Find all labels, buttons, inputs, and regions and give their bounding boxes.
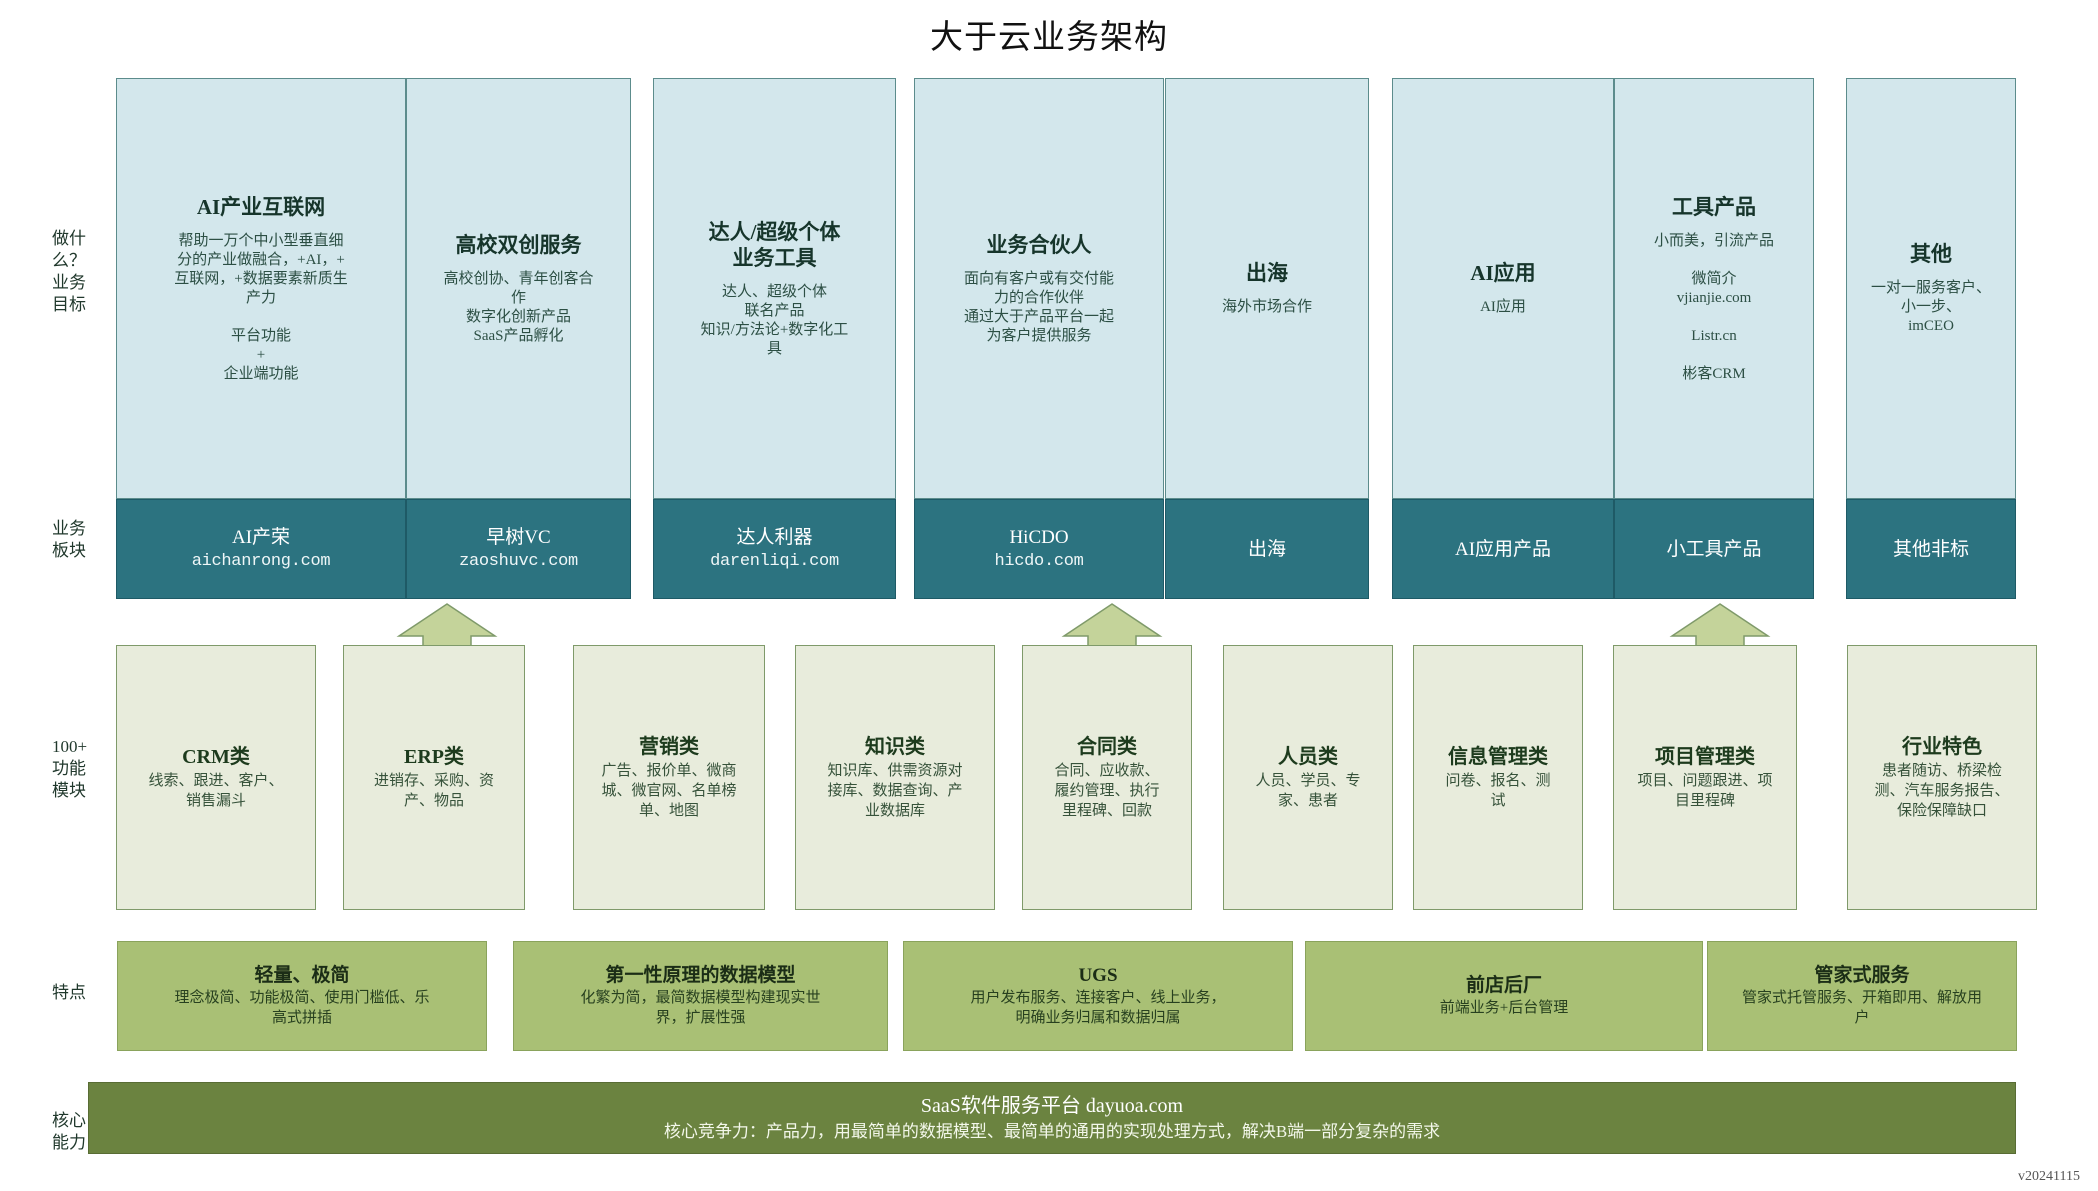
goal-title: 其他 [1910, 242, 1952, 266]
goal-description: 海外市场合作 [1221, 299, 1312, 315]
goal-card-business-partner[interactable]: 业务合伙人 面向有客户或有交付能 力的合作伙伴 通过大于产品平台一起 为客户提供… [914, 78, 1164, 499]
goal-card-ai-industry-internet[interactable]: AI产业互联网 帮助一万个中小型垂直细 分的产业做融合，+AI，+ 互联网，+数… [116, 78, 406, 499]
row-label-core-capability: 核心 能力 [52, 1111, 86, 1152]
trait-description: 化繁为简，最简数据模型构建现实世 界，扩展性强 [580, 990, 821, 1026]
goal-description: 帮助一万个中小型垂直细 分的产业做融合，+AI，+ 互联网，+数据要素新质生 产… [174, 232, 348, 382]
module-description: 广告、报价单、微商 城、微官网、名单榜 单、地图 [601, 762, 737, 819]
goal-description: 高校创协、青年创客合 作 数字化创新产品 SaaS产品孵化 [443, 270, 594, 344]
core-competitiveness-text: 核心竞争力：产品力，用最简单的数据模型、最简单的通用的实现处理方式，解决B端一部… [663, 1121, 1441, 1141]
version-label: v20241115 [2018, 1169, 2080, 1184]
business-block-url: darenliqi.com [710, 552, 839, 571]
business-block-title: 达人利器 [736, 527, 813, 548]
goal-title: 达人/超级个体 业务工具 [708, 219, 841, 270]
business-block-title: 出海 [1247, 538, 1286, 560]
business-block-title: 其他非标 [1892, 538, 1969, 560]
trait-card-first-principle-model[interactable]: 第一性原理的数据模型 化繁为简，最简数据模型构建现实世 界，扩展性强 [513, 941, 888, 1051]
business-block-url: zaoshuvc.com [459, 552, 578, 571]
trait-title: 管家式服务 [1814, 965, 1910, 986]
goal-card-talent-super-individual[interactable]: 达人/超级个体 业务工具 达人、超级个体 联名产品 知识/方法论+数字化工 具 [653, 78, 896, 499]
business-block-ai-app-product[interactable]: AI应用产品 [1392, 499, 1614, 599]
goal-title: 业务合伙人 [986, 232, 1092, 257]
goal-description: 小而美，引流产品 微简介 vjianjie.com Listr.cn 彬客CRM [1653, 232, 1774, 382]
business-block-zaoshuvc[interactable]: 早树VC zaoshuvc.com [406, 499, 631, 599]
trait-card-butler-service[interactable]: 管家式服务 管家式托管服务、开箱即用、解放用 户 [1707, 941, 2017, 1051]
module-card-information[interactable]: 信息管理类 问卷、报名、测 试 [1413, 645, 1583, 910]
goal-title: 工具产品 [1672, 194, 1756, 219]
business-block-url: aichanrong.com [191, 552, 331, 571]
module-title: 知识类 [865, 735, 925, 758]
trait-description: 管家式托管服务、开箱即用、解放用 户 [1741, 990, 1982, 1026]
module-card-contract[interactable]: 合同类 合同、应收款、 履约管理、执行 里程碑、回款 [1022, 645, 1192, 910]
goal-title: 高校双创服务 [455, 232, 582, 257]
module-title: 信息管理类 [1448, 745, 1548, 768]
core-capability-bar[interactable]: SaaS软件服务平台 dayuoa.com 核心竞争力：产品力，用最简单的数据模… [88, 1082, 2016, 1154]
module-description: 进销存、采购、资 产、物品 [373, 772, 494, 809]
core-platform-name: SaaS软件服务平台 dayuoa.com [920, 1094, 1184, 1117]
business-block-title: 小工具产品 [1666, 538, 1762, 560]
module-description: 知识库、供需资源对 接库、数据查询、产 业数据库 [827, 762, 963, 819]
goal-title: AI产业互联网 [196, 194, 326, 219]
goal-title: 出海 [1246, 261, 1288, 285]
business-block-other-nonstandard[interactable]: 其他非标 [1846, 499, 2016, 599]
module-card-erp[interactable]: ERP类 进销存、采购、资 产、物品 [343, 645, 525, 910]
trait-card-front-shop-back-factory[interactable]: 前店后厂 前端业务+后台管理 [1305, 941, 1703, 1051]
goal-card-others[interactable]: 其他 一对一服务客户、 小一步、 imCEO [1846, 78, 2016, 499]
trait-title: 轻量、极简 [254, 965, 350, 986]
business-block-title: 早树VC [486, 527, 551, 548]
module-description: 合同、应收款、 履约管理、执行 里程碑、回款 [1054, 762, 1160, 819]
trait-card-lightweight[interactable]: 轻量、极简 理念极简、功能极简、使用门槛低、乐 高式拼插 [117, 941, 487, 1051]
trait-description: 用户发布服务、连接客户、线上业务， 明确业务归属和数据归属 [970, 990, 1226, 1026]
row-label-business-block: 业务 板块 [52, 519, 86, 560]
trait-description: 理念极简、功能极简、使用门槛低、乐 高式拼插 [174, 990, 430, 1026]
trait-title: 前店后厂 [1465, 975, 1542, 996]
trait-description: 前端业务+后台管理 [1439, 1000, 1569, 1016]
module-card-industry[interactable]: 行业特色 患者随访、桥梁检 测、汽车服务报告、 保险保障缺口 [1847, 645, 2037, 910]
goal-card-going-global[interactable]: 出海 海外市场合作 [1165, 78, 1369, 499]
goal-description: 面向有客户或有交付能 力的合作伙伴 通过大于产品平台一起 为客户提供服务 [963, 270, 1114, 344]
module-description: 问卷、报名、测 试 [1445, 772, 1551, 809]
module-description: 人员、学员、专 家、患者 [1255, 772, 1361, 809]
module-title: 行业特色 [1902, 735, 1982, 758]
business-block-title: AI产荣 [231, 527, 291, 548]
module-title: 项目管理类 [1655, 745, 1755, 768]
business-block-title: AI应用产品 [1454, 538, 1552, 560]
business-block-chuhai[interactable]: 出海 [1165, 499, 1369, 599]
business-block-small-tool-product[interactable]: 小工具产品 [1614, 499, 1814, 599]
module-card-knowledge[interactable]: 知识类 知识库、供需资源对 接库、数据查询、产 业数据库 [795, 645, 995, 910]
row-label-goal: 做什 么？ 业务 目标 [52, 229, 86, 314]
module-title: 人员类 [1278, 745, 1338, 768]
module-title: 合同类 [1077, 735, 1137, 758]
trait-title: 第一性原理的数据模型 [605, 965, 796, 986]
goal-description: 一对一服务客户、 小一步、 imCEO [1870, 280, 1991, 334]
module-title: CRM类 [182, 745, 250, 768]
business-block-url: hicdo.com [994, 552, 1084, 571]
goal-description: 达人、超级个体 联名产品 知识/方法论+数字化工 具 [700, 283, 849, 357]
business-block-title: HiCDO [1009, 527, 1069, 548]
page-title: 大于云业务架构 [930, 20, 1168, 56]
business-block-hicdo[interactable]: HiCDO hicdo.com [914, 499, 1164, 599]
goal-card-tool-products[interactable]: 工具产品 小而美，引流产品 微简介 vjianjie.com Listr.cn … [1614, 78, 1814, 499]
module-card-crm[interactable]: CRM类 线索、跟进、客户、 销售漏斗 [116, 645, 316, 910]
business-block-darenliqi[interactable]: 达人利器 darenliqi.com [653, 499, 896, 599]
goal-card-university-innovation[interactable]: 高校双创服务 高校创协、青年创客合 作 数字化创新产品 SaaS产品孵化 [406, 78, 631, 499]
module-description: 项目、问题跟进、项 目里程碑 [1637, 772, 1773, 809]
trait-title: UGS [1078, 965, 1118, 986]
row-label-traits: 特点 [52, 983, 86, 1002]
module-card-personnel[interactable]: 人员类 人员、学员、专 家、患者 [1223, 645, 1393, 910]
module-title: ERP类 [404, 745, 464, 768]
module-title: 营销类 [639, 735, 699, 758]
goal-title: AI应用 [1470, 261, 1536, 285]
module-description: 线索、跟进、客户、 销售漏斗 [148, 772, 284, 809]
row-label-function-modules: 100+ 功能 模块 [52, 737, 88, 800]
goal-description: AI应用 [1480, 299, 1526, 315]
module-card-marketing[interactable]: 营销类 广告、报价单、微商 城、微官网、名单榜 单、地图 [573, 645, 765, 910]
module-description: 患者随访、桥梁检 测、汽车服务报告、 保险保障缺口 [1874, 762, 2010, 819]
goal-card-ai-application[interactable]: AI应用 AI应用 [1392, 78, 1614, 499]
module-card-project[interactable]: 项目管理类 项目、问题跟进、项 目里程碑 [1613, 645, 1797, 910]
business-block-aichanrong[interactable]: AI产荣 aichanrong.com [116, 499, 406, 599]
trait-card-ugs[interactable]: UGS 用户发布服务、连接客户、线上业务， 明确业务归属和数据归属 [903, 941, 1293, 1051]
